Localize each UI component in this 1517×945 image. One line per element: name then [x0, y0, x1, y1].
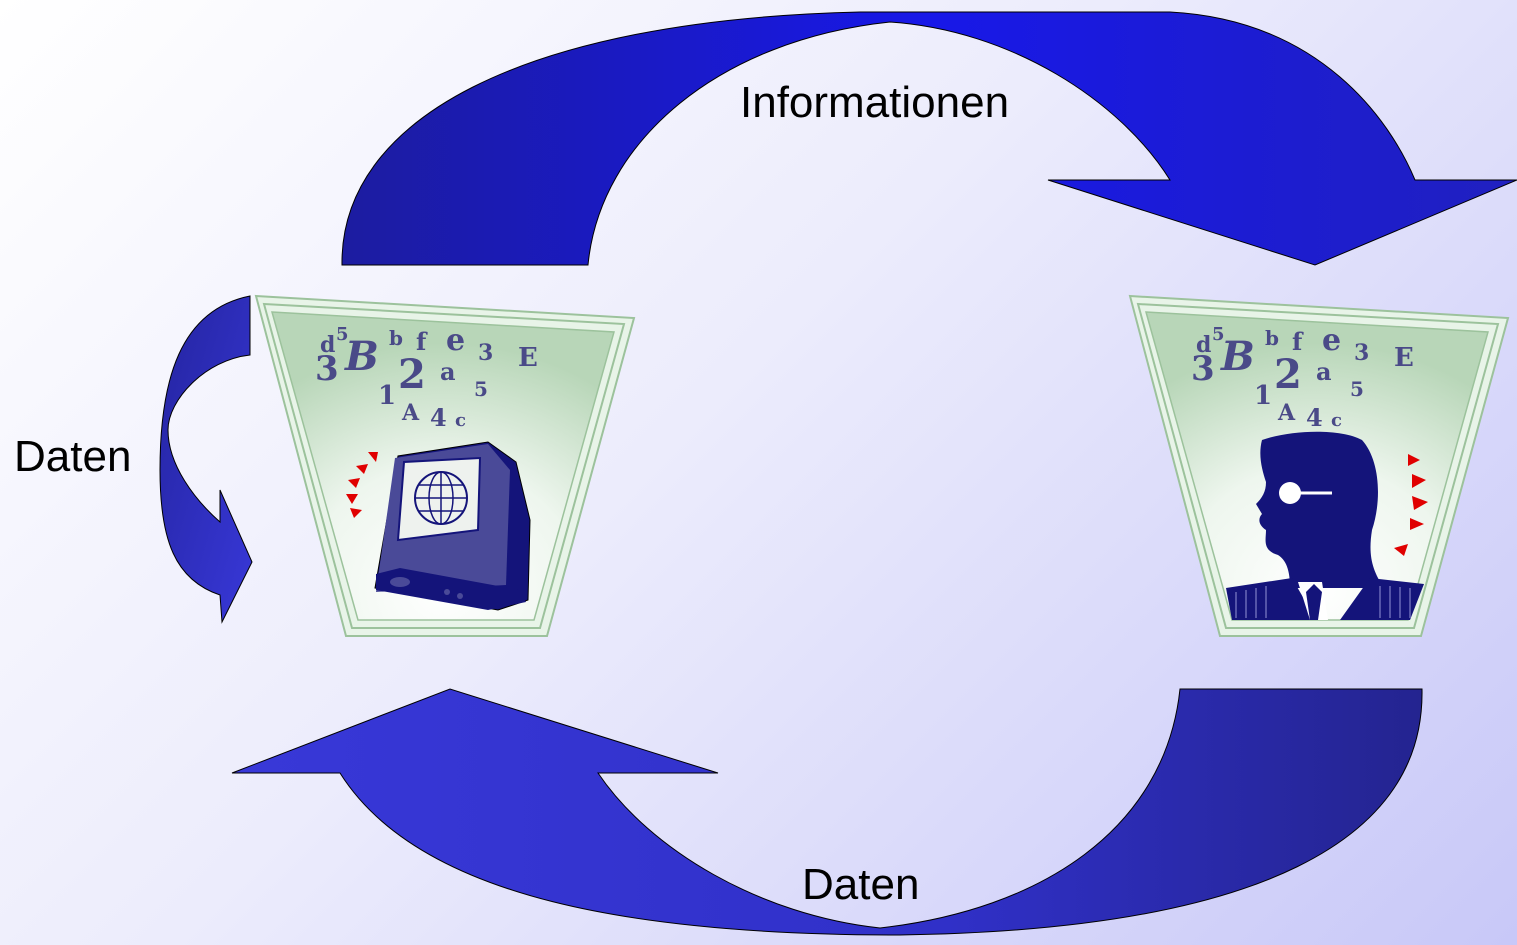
svg-text:a: a: [1316, 357, 1332, 386]
svg-text:b: b: [1265, 326, 1279, 350]
svg-text:b: b: [389, 326, 403, 350]
svg-text:5: 5: [1212, 324, 1225, 345]
svg-text:c: c: [455, 410, 466, 431]
computer-globe-icon: d 5 3 B b f e 3 E 2 a 5 1 A 4 c: [254, 294, 636, 637]
glyph-cloud-right: d 5 3 B b f e 3 E 2 a 5 1 A 4 c: [1191, 323, 1414, 432]
svg-text:e: e: [1322, 323, 1341, 358]
svg-text:5: 5: [1350, 377, 1364, 401]
svg-text:5: 5: [336, 324, 349, 345]
person-profile-icon: d 5 3 B b f e 3 E 2 a 5 1 A 4 c: [1128, 294, 1510, 637]
arrow-informationen: [341, 11, 1517, 266]
label-daten-left: Daten: [14, 432, 132, 481]
svg-text:d: d: [320, 332, 335, 358]
svg-text:3: 3: [315, 349, 339, 389]
svg-text:2: 2: [1274, 351, 1302, 398]
arrow-daten-bottom: [231, 688, 1423, 936]
svg-text:f: f: [1292, 327, 1304, 356]
svg-text:5: 5: [474, 377, 488, 401]
svg-text:A: A: [1277, 400, 1296, 426]
svg-text:f: f: [416, 327, 428, 356]
svg-text:2: 2: [398, 351, 426, 398]
svg-text:1: 1: [378, 381, 396, 411]
svg-text:4: 4: [1306, 403, 1323, 432]
svg-text:3: 3: [1191, 349, 1215, 389]
svg-text:E: E: [1394, 343, 1414, 373]
svg-text:A: A: [401, 400, 420, 426]
svg-text:B: B: [344, 333, 379, 380]
svg-text:d: d: [1196, 332, 1211, 358]
svg-text:E: E: [518, 343, 538, 373]
svg-text:e: e: [446, 323, 465, 358]
svg-text:4: 4: [430, 403, 447, 432]
svg-text:B: B: [1220, 333, 1255, 380]
alert-marks-left: [346, 452, 378, 518]
label-informationen: Informationen: [740, 78, 1010, 127]
arrow-daten-left: [159, 295, 253, 624]
svg-text:1: 1: [1254, 381, 1272, 411]
label-daten-bottom: Daten: [802, 860, 920, 909]
svg-text:a: a: [440, 357, 456, 386]
glyph-cloud-left: d 5 3 B b f e 3 E 2 a 5 1 A 4 c: [315, 323, 538, 432]
svg-text:3: 3: [478, 340, 493, 366]
svg-text:3: 3: [1354, 340, 1369, 366]
alert-marks-right: [1394, 454, 1428, 556]
svg-text:c: c: [1331, 410, 1342, 431]
